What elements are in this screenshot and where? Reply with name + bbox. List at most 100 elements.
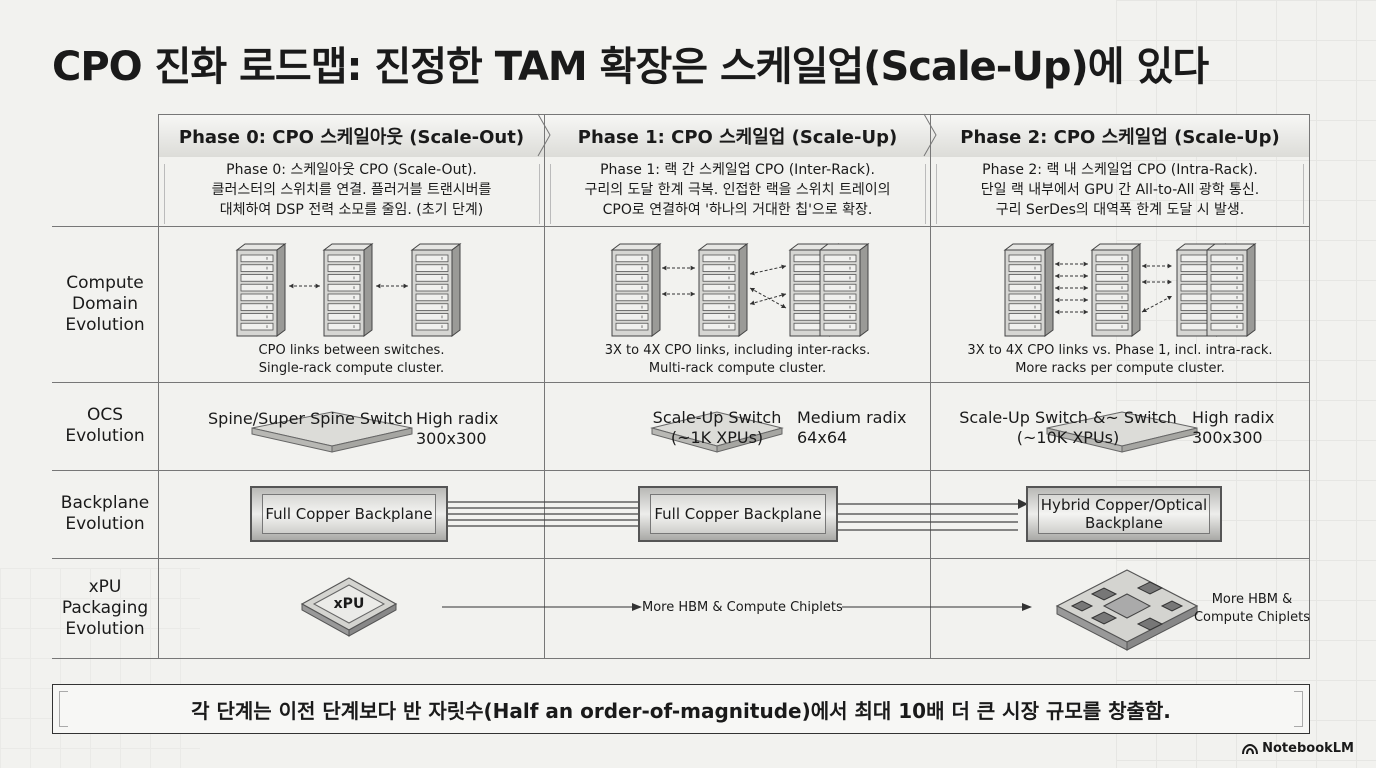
server-rack-icon (610, 243, 662, 337)
xpu-label-line: Compute Chiplets (1193, 610, 1311, 625)
row-label-backplane: Backplane Evolution (52, 470, 158, 558)
desc-frame (164, 164, 540, 224)
phase-2-header-label: Phase 2: CPO 스케일업 (Scale-Up) (960, 127, 1280, 148)
cpo-link-arrow (662, 291, 695, 297)
phase-1-header: Phase 1: CPO 스케일업 (Scale-Up) (545, 114, 930, 157)
server-rack-icon (1003, 243, 1055, 337)
ocs-name-line: Scale-Up Switch &~ Switch (959, 408, 1177, 427)
caption-line: Multi-rack compute cluster. (648, 361, 827, 376)
switch-chip-icon (650, 411, 784, 453)
phase-2-description: Phase 2: 랙 내 스케일업 CPO (Intra-Rack). 단일 랙… (931, 160, 1309, 226)
server-rack-icon (322, 243, 374, 337)
ocs-meta-line: 64x64 (797, 428, 848, 447)
ocs-meta-line: High radix (416, 409, 499, 428)
server-rack-icon (818, 243, 870, 337)
desc-line: 단일 랙 내부에서 GPU 간 All-to-All 광학 통신. (980, 182, 1260, 198)
row-label-line: xPU (88, 576, 122, 597)
phase-1-header-label: Phase 1: CPO 스케일업 (Scale-Up) (577, 127, 898, 148)
row-label-line: Evolution (65, 314, 145, 335)
multi-chiplet-icon (1055, 569, 1199, 651)
cpo-link-arrow (1055, 261, 1088, 267)
row-label-line: Evolution (65, 426, 145, 446)
brand-name: NotebookLM (1262, 741, 1354, 756)
caption-line: 3X to 4X CPO links vs. Phase 1, incl. in… (967, 343, 1273, 358)
chevron-right-icon (923, 113, 937, 157)
server-rack-icon (235, 243, 287, 337)
backplane-label-line: Hybrid Copper/Optical (1040, 496, 1208, 514)
phase-2-backplane: Hybrid Copper/Optical Backplane (1026, 486, 1222, 542)
phase-0-backplane: Full Copper Backplane (250, 486, 448, 542)
footer-text: 각 단계는 이전 단계보다 반 자릿수(Half an order-of-mag… (191, 698, 1171, 723)
cpo-link-arrow (376, 283, 408, 289)
phase-1-ocs-name: Scale-Up Switch (~1K XPUs) (637, 408, 797, 448)
arrow-right-icon (442, 603, 642, 611)
phase-2-ocs-name: Scale-Up Switch &~ Switch (~10K XPUs) (952, 408, 1184, 448)
cpo-link-arrow (1142, 279, 1172, 285)
backplane-connectors (447, 499, 1028, 531)
ocs-name-line: Spine/Super Spine Switch (208, 409, 413, 428)
row-label-line: OCS (86, 405, 124, 425)
backplane-label: Hybrid Copper/Optical Backplane (1041, 496, 1207, 532)
desc-line: 대체하여 DSP 전력 소모를 줄임. (초기 단계) (219, 202, 484, 218)
phase-1-description: Phase 1: 랙 간 스케일업 CPO (Inter-Rack). 구리의 … (545, 160, 930, 226)
cpo-link-arrow (1141, 295, 1173, 313)
background-grid-left (0, 568, 200, 768)
column-divider (544, 114, 545, 659)
desc-line: Phase 0: 스케일아웃 CPO (Scale-Out). (226, 162, 477, 178)
ocs-name-line: Scale-Up Switch (652, 408, 782, 427)
phase-2-header: Phase 2: CPO 스케일업 (Scale-Up) (931, 114, 1309, 157)
row-divider (52, 382, 1310, 383)
row-label-xpu: xPU Packaging Evolution (52, 558, 158, 658)
ocs-meta-line: 300x300 (416, 429, 487, 448)
cpo-link-arrow (289, 283, 320, 289)
arrow-right-icon (842, 603, 1032, 611)
row-label-line: Domain (72, 293, 138, 314)
roadmap-table: Phase 0: CPO 스케일아웃 (Scale-Out) Phase 1: … (52, 113, 1311, 659)
server-rack-icon (1090, 243, 1142, 337)
row-label-line: Packaging (61, 597, 149, 618)
ocs-meta-line: 300x300 (1192, 428, 1263, 447)
chevron-right-icon (537, 113, 551, 157)
xpu-label-text: xPU (333, 596, 365, 612)
desc-line: 구리 SerDes의 대역폭 한계 도달 시 발생. (995, 202, 1245, 218)
phase-1-ocs-meta: Medium radix 64x64 (797, 408, 907, 448)
phase-0-ocs-name: Spine/Super Spine Switch (208, 409, 413, 429)
caption-line: More racks per compute cluster. (1015, 361, 1225, 376)
cpo-link-arrow (1142, 263, 1172, 269)
backplane-inner (1038, 494, 1210, 534)
desc-line: Phase 2: 랙 내 스케일업 CPO (Intra-Rack). (982, 162, 1258, 178)
backplane-label: Full Copper Backplane (654, 505, 822, 523)
phase-0-header-label: Phase 0: CPO 스케일아웃 (Scale-Out) (178, 127, 525, 148)
desc-frame (936, 164, 1304, 224)
phase-0-description: Phase 0: 스케일아웃 CPO (Scale-Out). 클러스터의 스위… (159, 160, 544, 226)
cpo-link-arrow (749, 292, 787, 306)
phase-1-xpu-label: More HBM & Compute Chiplets (642, 600, 843, 615)
backplane-inner (650, 494, 826, 534)
phase-2-compute-caption: 3X to 4X CPO links vs. Phase 1, incl. in… (931, 342, 1309, 378)
column-divider (1309, 114, 1310, 659)
caption-line: CPO links between switches. (258, 343, 445, 358)
server-rack-icon (1205, 243, 1257, 337)
notebooklm-logo-icon (1242, 743, 1259, 754)
phase-1-compute-caption: 3X to 4X CPO links, including inter-rack… (545, 342, 930, 378)
desc-line: Phase 1: 랙 간 스케일업 CPO (Inter-Rack). (600, 162, 875, 178)
row-label-line: Evolution (65, 618, 145, 639)
phase-0-ocs-meta: High radix 300x300 (416, 409, 498, 449)
ocs-meta-line: Medium radix (797, 408, 907, 427)
xpu-label-text: More HBM & Compute Chiplets (642, 600, 843, 615)
caption-line: Single-rack compute cluster. (258, 361, 445, 376)
ocs-name-line: (~1K XPUs) (670, 428, 764, 447)
row-divider (52, 558, 1310, 559)
row-divider (52, 226, 1310, 227)
desc-line: 구리의 도달 한계 극복. 인접한 랙을 스위치 트레이의 (584, 182, 891, 198)
phase-0-compute-caption: CPO links between switches. Single-rack … (159, 342, 544, 378)
row-label-line: Evolution (65, 514, 145, 534)
server-rack-icon (697, 243, 749, 337)
phase-1-backplane: Full Copper Backplane (638, 486, 838, 542)
brand: NotebookLM (1242, 741, 1354, 756)
phase-0-header: Phase 0: CPO 스케일아웃 (Scale-Out) (159, 114, 544, 157)
row-label-compute: Compute Domain Evolution (52, 226, 158, 382)
switch-chip-icon (251, 411, 413, 453)
xpu-chip-icon (300, 577, 398, 637)
desc-frame (550, 164, 926, 224)
